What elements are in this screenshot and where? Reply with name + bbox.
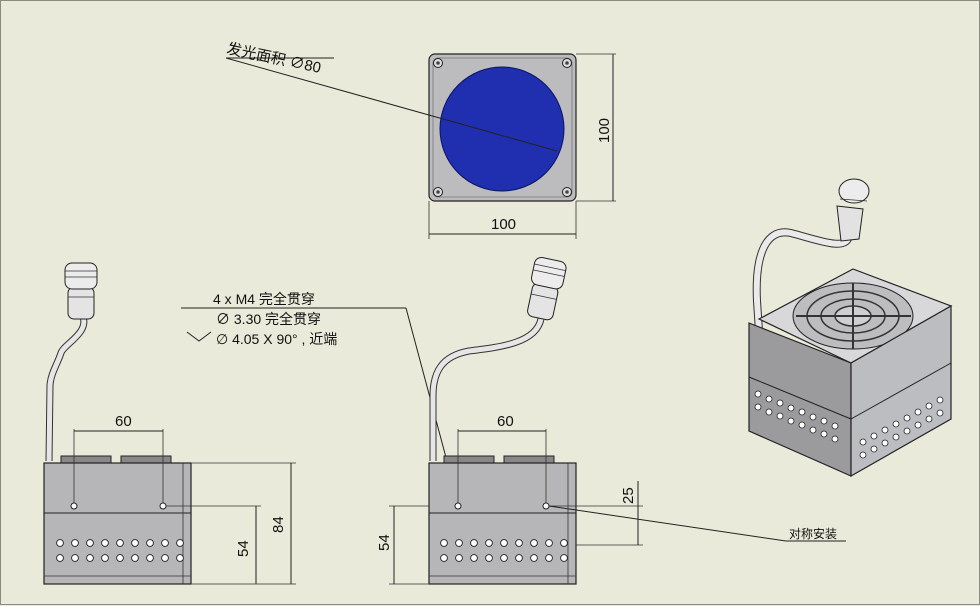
note-line-3: ∅ 4.05 X 90° , 近端 [216,331,337,347]
connector-head-left [64,262,98,290]
iso-vent-holes [754,390,944,459]
note-line-1: 4 x M4 完全贯穿 [213,291,315,307]
top-view-plate-inner [432,57,573,198]
connector-head-iso [838,178,870,204]
front-view-right: 60 54 25 对称安装 [376,256,846,585]
top-view: 发光面积 ∅80 100 100 [225,40,616,239]
cable-right [430,318,544,461]
isometric-view [748,178,953,478]
symmetric-mount-label: 对称安装 [789,526,837,541]
right-height-25-label: 25 [620,487,637,504]
right-height-54-label: 54 [376,534,393,551]
left-spacing-label: 60 [115,413,132,430]
symmetric-mount-leader [548,505,787,542]
right-spacing-label: 60 [497,413,514,430]
note-line-2: ∅ 3.30 完全贯穿 [216,311,321,327]
emitter-circle [439,66,565,192]
emit-area-leader [225,57,558,152]
top-height-label: 100 [596,118,613,143]
countersink-symbol [186,331,212,342]
body-left [43,462,192,585]
hole-note: 4 x M4 完全贯穿 ∅ 3.30 完全贯穿 ∅ 4.05 X 90° , 近… [181,291,460,507]
cable-left [46,316,87,462]
left-height-54-label: 54 [235,540,252,557]
vent-holes-left [56,539,184,562]
body-right [428,462,577,585]
top-view-screw-holes [433,58,572,197]
connector-body-left [67,286,95,320]
front-view-left: 60 54 84 [43,262,296,585]
cable-iso [753,229,852,332]
top-width-label: 100 [491,216,516,233]
vent-holes-right [440,539,568,562]
left-height-84-label: 84 [270,516,287,533]
connector-body-iso [836,205,864,242]
